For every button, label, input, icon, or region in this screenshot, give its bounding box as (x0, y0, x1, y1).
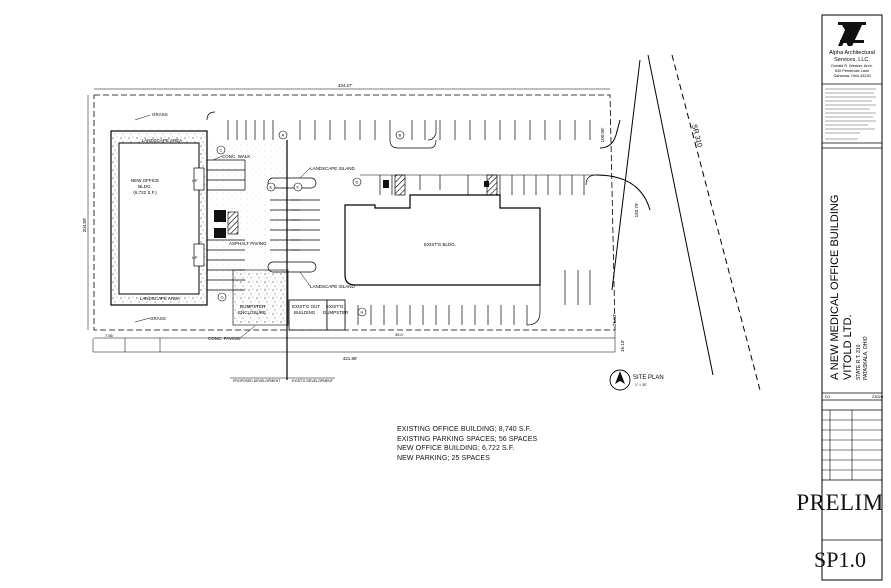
dim-right-4: 16.13' (620, 340, 625, 352)
svg-text:H: H (361, 310, 364, 315)
exist-out-bldg-label-2: BUILDING (294, 310, 316, 315)
landscape-area-top: LANDSCAPE AREA (142, 138, 183, 143)
title-block: Alpha Architectural Services, LLC. Donal… (821, 14, 884, 581)
site-plan-label: SITE PLAN (633, 375, 664, 381)
parking-stalls (206, 111, 600, 326)
up-label-1: UP (192, 178, 198, 183)
dim-right-3: 25.63' (612, 314, 617, 326)
firm-name-1: Alpha Architectural (829, 50, 875, 56)
dim-left: 204.89' (82, 218, 87, 233)
grass-label-bottom: GRASS (150, 316, 166, 321)
project-location-1: STATE R.T. 310 (856, 344, 862, 380)
exist-dumpster-label-1: EXIST'G (326, 304, 344, 309)
note-existing-bldg: EXISTING OFFICE BUILDING; 8,740 S.F. (397, 426, 532, 433)
existing-bldg-label: EXIST'G BLDG. (424, 242, 456, 247)
sheet-number: SP1.0 (814, 547, 866, 572)
svg-text:A: A (282, 133, 285, 138)
out-building (288, 299, 346, 331)
dim-right-1: 183.79' (634, 203, 639, 218)
dim-small: 7.56' (105, 333, 114, 338)
project-location-2: PATASKALA, OHIO (863, 336, 869, 380)
keynote-tags: A B C D E F G H (216, 130, 405, 317)
plan-labels: GRASS GRASS CONC. WALK LANDSCAPE ISLAND … (150, 112, 356, 341)
new-bldg-label-1: NEW OFFICE (131, 178, 159, 183)
drawn-by: DJ (825, 394, 830, 399)
leader-lines (134, 114, 311, 339)
project-title-2: VITOLD LTD. (842, 314, 854, 380)
landscape-island-label-1: LANDSCAPE ISLAND (310, 166, 356, 171)
dim-inner: 35.0' (395, 332, 404, 337)
road-sr-310 (595, 54, 761, 391)
firm-name-2: Services, LLC. (834, 57, 870, 63)
project-title-1: A NEW MEDICAL OFFICE BUILDING (829, 195, 841, 380)
new-bldg-label-2: BLDG. (138, 184, 152, 189)
landscape-island-label-2: LANDSCAPE ISLAND (310, 284, 356, 289)
accessible-stalls (214, 210, 239, 238)
dimension-lines (87, 88, 616, 353)
note-new-parking: NEW PARKING; 25 SPACES (397, 454, 490, 462)
svg-text:B: B (399, 133, 402, 138)
exist-out-bldg-label-1: EXIST'G OUT (292, 304, 320, 309)
status-stamp: PRELIM (796, 490, 884, 515)
up-label-2: UP (192, 255, 198, 260)
dim-right-2: 100.00' (600, 128, 605, 143)
note-new-bldg: NEW OFFICE BUILDING; 6,722 S.F. (397, 445, 515, 453)
road-label: SR 310 (690, 124, 703, 148)
site-plan-scale: 1" = 30' (635, 383, 647, 387)
exist-dumpster-label-2: DUMPSTER (323, 310, 349, 315)
firm-address-1: 630 Pembroke Lane (835, 69, 869, 73)
existing-building (344, 174, 541, 286)
site-notes: EXISTING OFFICE BUILDING; 8,740 S.F. EXI… (397, 425, 537, 463)
asphalt-paving-label: ASPHALT PAVING (229, 241, 267, 246)
svg-text:C: C (220, 148, 223, 153)
firm-logo-icon (838, 22, 866, 46)
property-line-label-2: EXIST'G DEVELOPMENT (292, 379, 334, 383)
note-existing-parking: EXISTING PARKING SPACES; 56 SPACES (397, 435, 538, 443)
dumpster-enclosure-label-1: DUMPSTER (240, 304, 266, 309)
new-office-building (110, 130, 208, 306)
svg-text:E: E (270, 185, 273, 190)
new-bldg-label-3: (6,722 S.F.) (133, 190, 157, 195)
firm-address-2: Gahanna, Ohio 43230 (833, 74, 870, 78)
property-line-label-1: PROPOSED DEVELOPMENT (233, 379, 281, 383)
dim-top: 434.27' (338, 83, 353, 88)
dim-bottom: 421.86' (343, 356, 358, 361)
landscape-area-bottom: LANDSCAPE AREA (140, 296, 181, 301)
north-arrow-icon (609, 369, 631, 391)
firm-person: Donald R. Weaver, Arch. (831, 64, 873, 68)
dumpster-enclosure-label-2: ENCLOSURE (238, 310, 266, 315)
svg-text:G: G (221, 295, 224, 300)
svg-text:D: D (356, 180, 359, 185)
disclaimer-text-block (825, 88, 876, 140)
conc-walk-label: CONC. WALK (222, 154, 250, 159)
grass-label-top: GRASS (152, 112, 168, 117)
conc-paving-label: CONC. PAVING (208, 336, 241, 341)
svg-text:F: F (297, 185, 300, 190)
project-number: 23026 (872, 394, 884, 399)
